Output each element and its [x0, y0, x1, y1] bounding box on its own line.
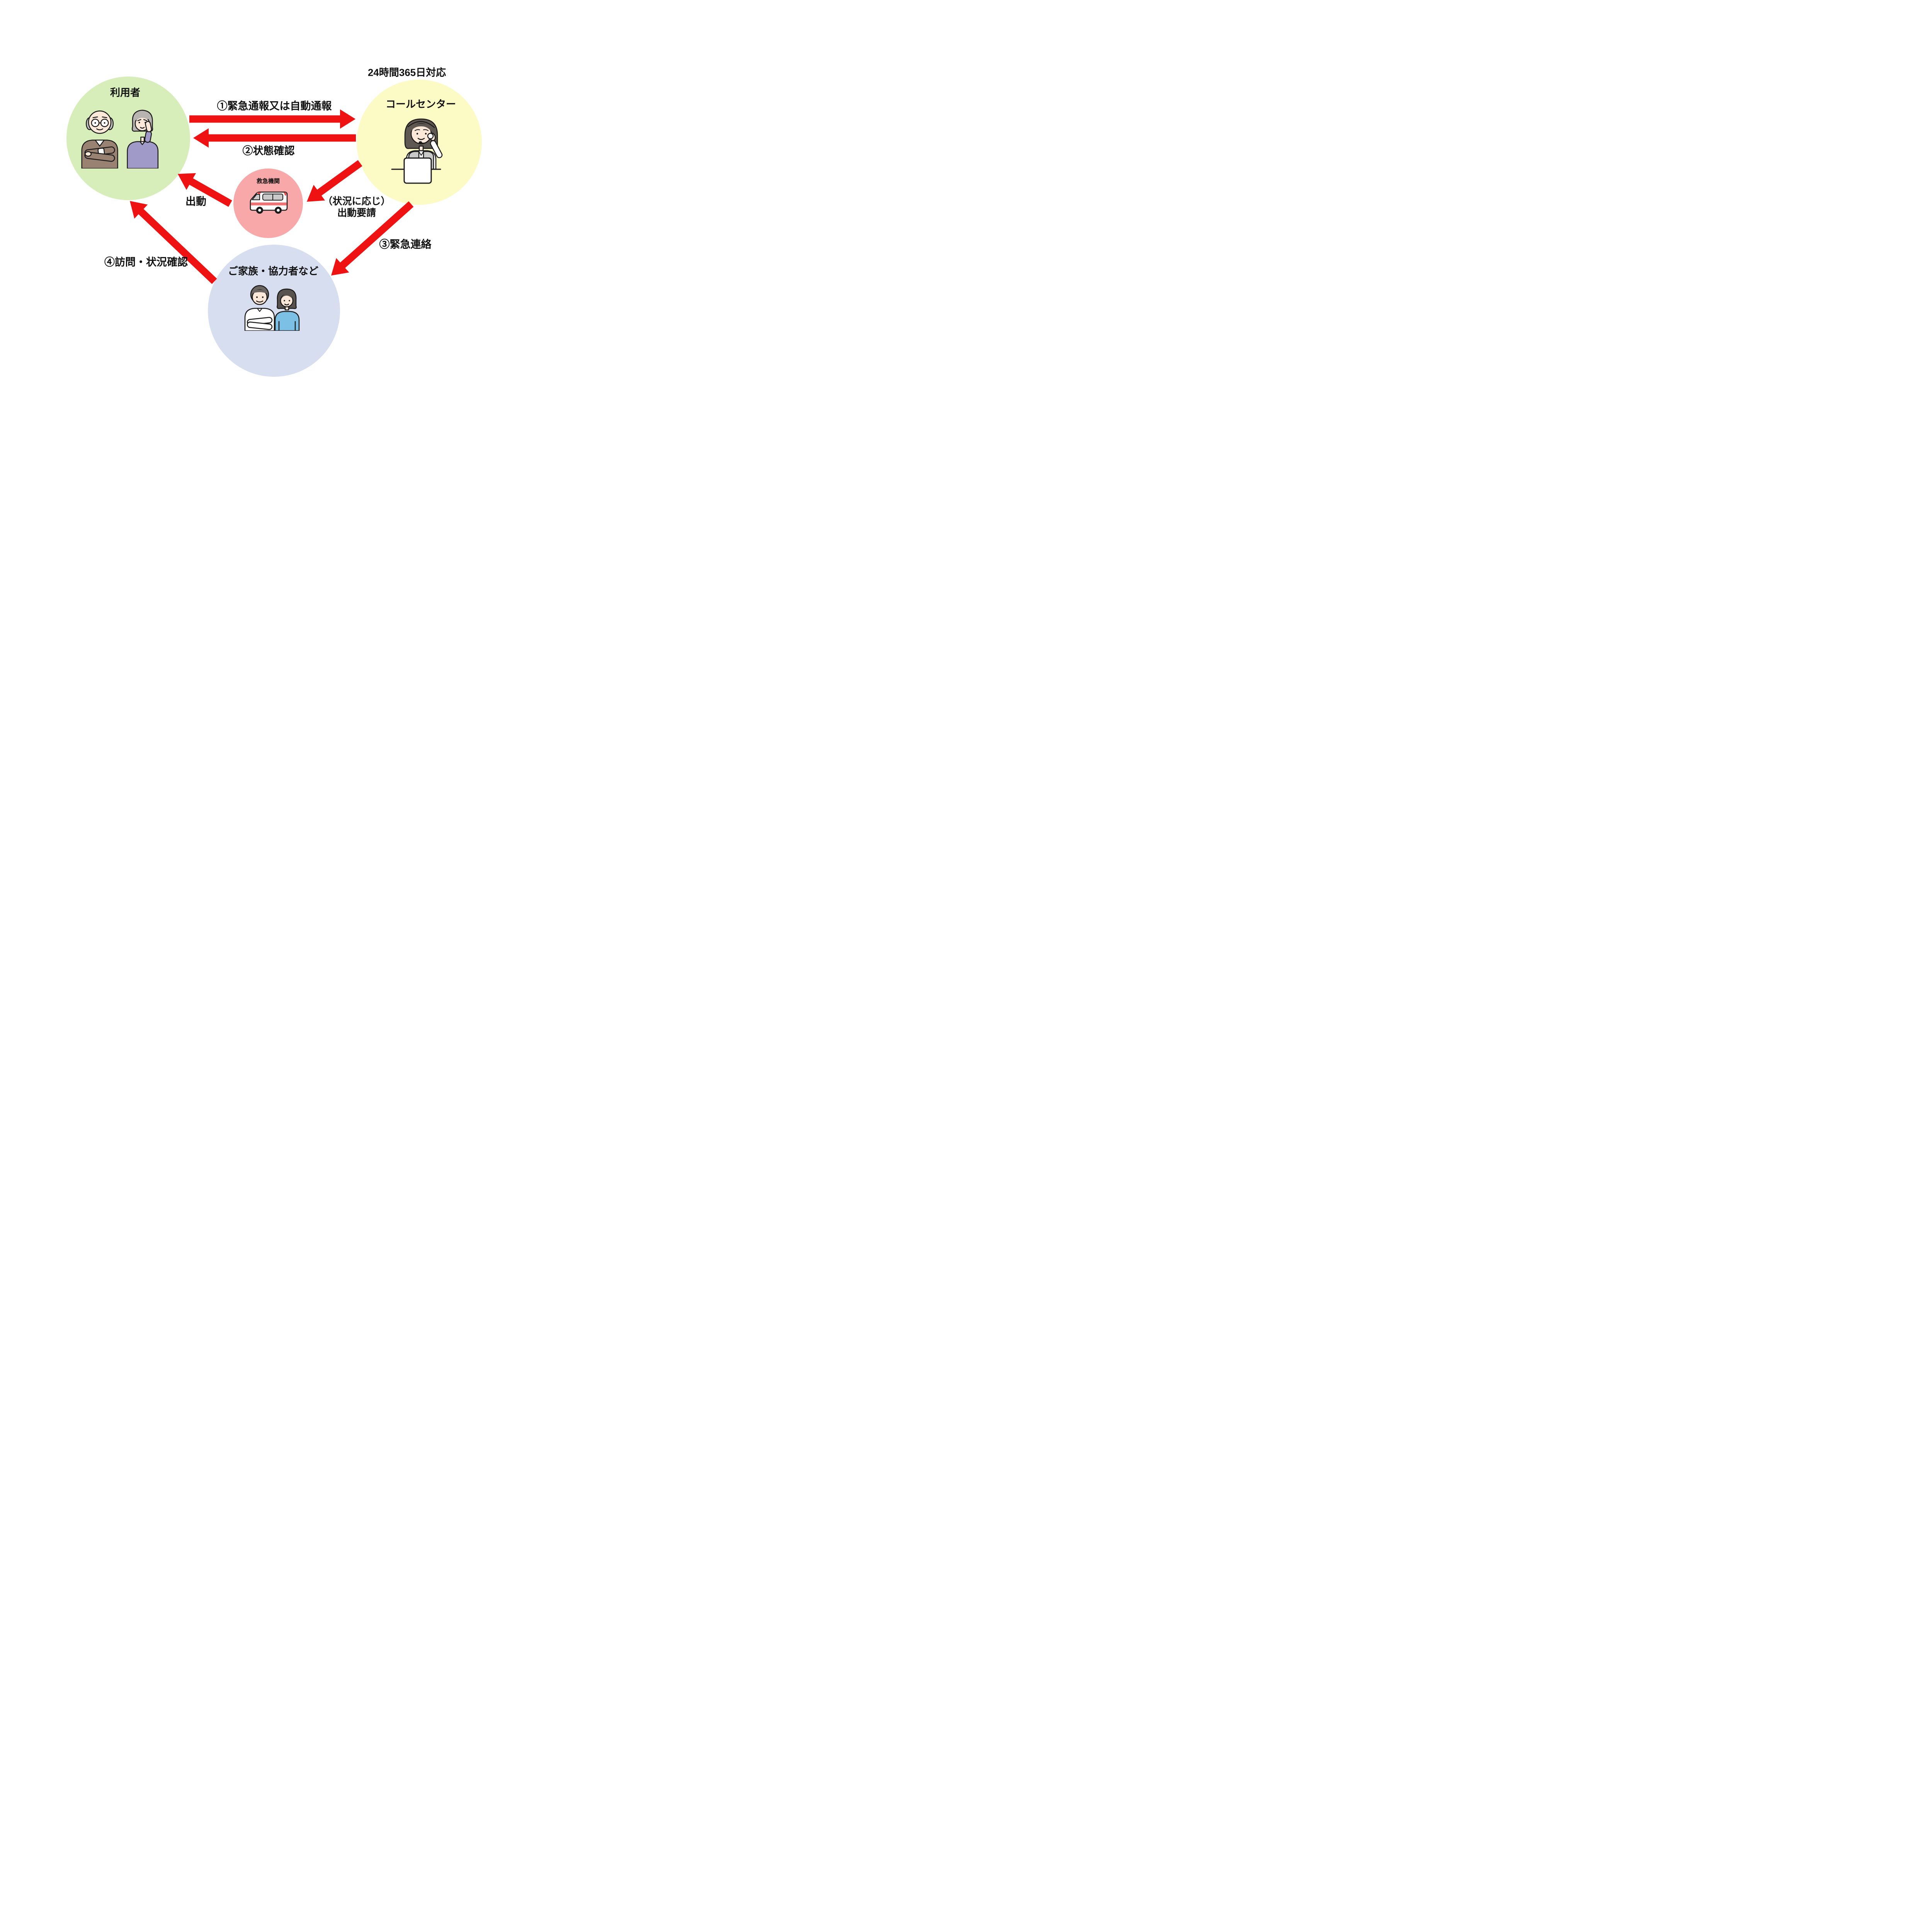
family-circle: [208, 245, 340, 377]
arrow-emergency-contact: [331, 201, 414, 276]
arrow-report-label: ①緊急通報又は自動通報: [217, 100, 332, 112]
emergency-circle-label: 救急機関: [256, 178, 280, 185]
arrow-dispatch: [178, 173, 232, 207]
call-center-operator-icon: [391, 118, 443, 184]
call-center-circle-label: コールセンター: [385, 98, 456, 110]
arrow-visit: [130, 201, 217, 284]
family-circle-label: ご家族・協力者など: [228, 265, 319, 277]
elderly-couple-icon: [81, 109, 159, 168]
family-couple-icon: [244, 285, 300, 331]
dispatch-request-label-line2: 出動要請: [337, 208, 376, 218]
arrow-emergency-contact-label: ③緊急連絡: [379, 238, 432, 250]
ambulance-icon: [250, 191, 288, 214]
dispatch-request-label-line1: （状況に応じ）: [323, 196, 391, 207]
arrow-status-check: [193, 128, 356, 148]
availability-note: 24時間365日対応: [367, 66, 446, 78]
users-circle-label: 利用者: [110, 87, 141, 99]
arrow-report: [189, 109, 355, 129]
flow-arrows: [130, 109, 414, 284]
arrow-dispatch-request: [307, 160, 362, 202]
arrow-status-check-label: ②状態確認: [242, 145, 295, 157]
arrow-dispatch-request-label: （状況に応じ） 出動要請: [323, 196, 390, 219]
users-circle: [66, 77, 190, 200]
arrow-dispatch-label: 出動: [185, 196, 206, 208]
arrow-visit-label: ④訪問・状況確認: [104, 256, 188, 268]
diagram-canvas: 24時間365日対応 利用者 コールセンター 救急機関 ご家族・協力者など ①緊…: [0, 0, 543, 383]
